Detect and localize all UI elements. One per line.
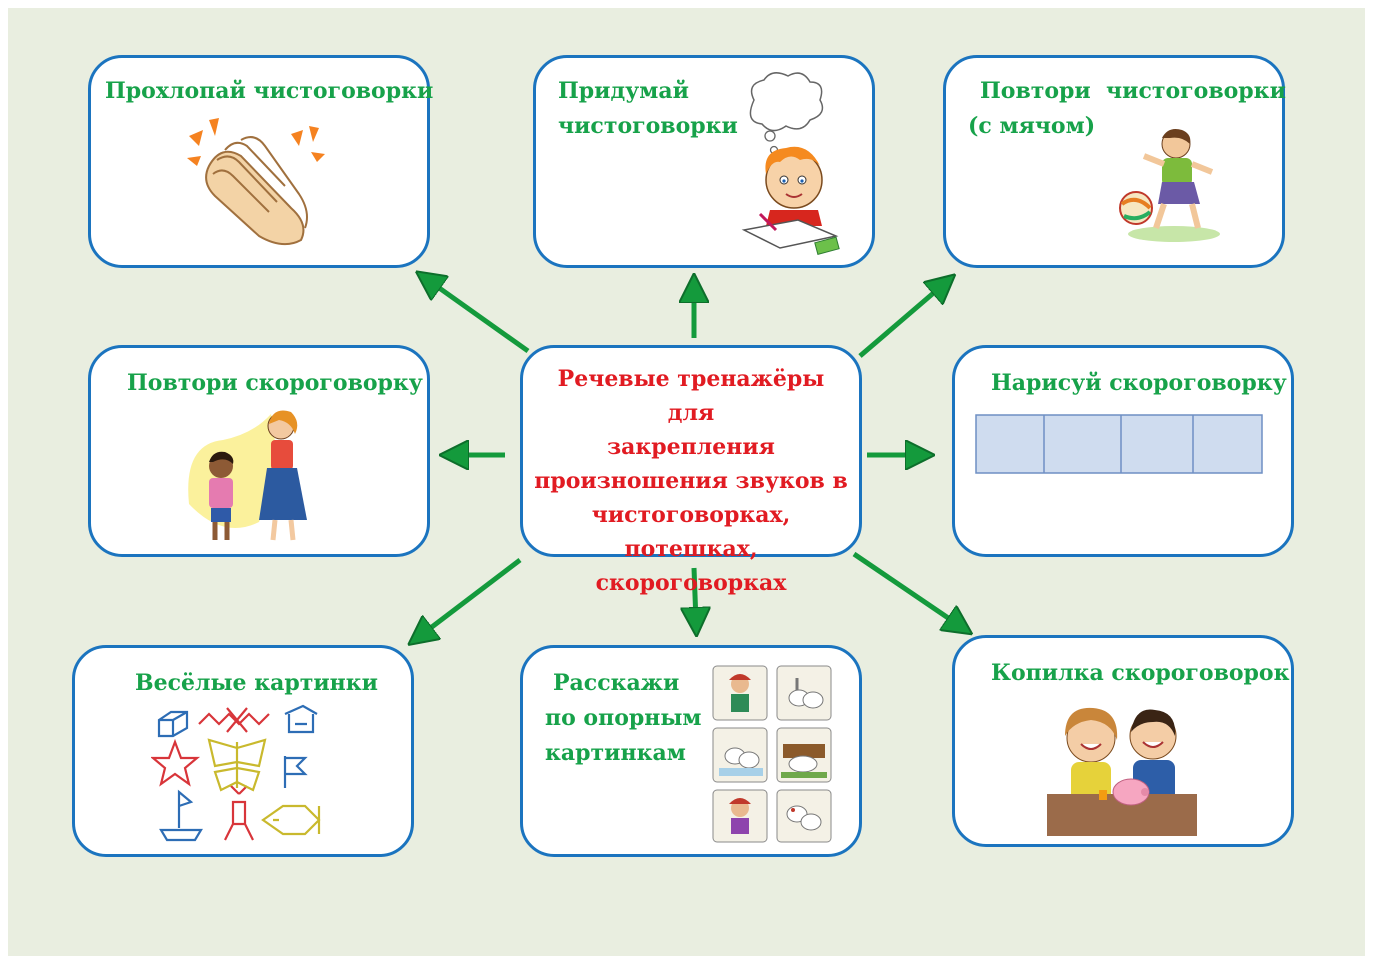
center-line-1: Речевые тренажёры для [557,366,825,426]
box-invent-line2: чистоговорки [558,113,738,139]
arrow-to-tell [694,567,696,622]
box-tell-line3: картинкам [545,740,686,766]
box-ball: Повтори чистоговорки (с мячом) [943,55,1286,268]
center-line-5: скороговорках [595,570,787,596]
box-ball-line1: Повтори чистоговорки [980,78,1286,104]
box-piggy-title: Копилка скороговорок [991,660,1290,686]
box-draw-title: Нарисуй скороговорку [991,370,1287,396]
boy-with-ball-icon [1119,129,1220,242]
box-tell-line2: по опорным [545,705,702,731]
arrow-to-clap [428,280,530,354]
center-box: Речевые тренажёры для закрепления произн… [520,345,862,596]
box-ball-line2: (с мячом) [968,113,1096,139]
clapping-hands-icon [187,118,325,246]
box-pictures-title: Весёлые картинки [135,670,378,696]
center-line-3: произношения звуков в [534,468,848,494]
box-piggy: Копилка скороговорок [952,635,1294,847]
stick-figures-icon [151,704,321,842]
girl-and-boy-icon [188,410,307,541]
box-invent: Придумай чистоговорки [533,55,875,268]
drawing-grid [975,414,1263,474]
arrows-layer [8,8,1365,956]
box-clap: Прохлопай чистоговорки [88,55,434,268]
box-clap-title: Прохлопай чистоговорки [105,78,434,104]
diagram-canvas: Прохлопай чистоговорки Придумай чистогов… [8,8,1365,956]
box-repeat-title: Повтори скороговорку [127,370,423,396]
box-repeat: Повтори скороговорку [88,345,430,557]
story-cards-icon [712,665,832,843]
box-tell-line1: Расскажи [553,670,680,696]
box-pictures: Весёлые картинки [72,645,414,857]
kids-piggy-bank-icon [1047,707,1197,836]
box-draw: Нарисуй скороговорку [952,345,1294,557]
arrow-to-ball [858,284,944,358]
center-line-4: чистоговорках, потешках, [591,502,791,562]
arrow-to-piggy [852,551,960,626]
center-title: Речевые тренажёры для закрепления произн… [533,362,849,600]
box-invent-line1: Придумай [558,78,689,104]
box-tell: Расскажи по опорным картинкам [520,645,862,857]
center-line-2: закрепления [607,434,775,460]
thinking-boy-icon [741,72,840,255]
arrow-to-pictures [420,558,522,636]
